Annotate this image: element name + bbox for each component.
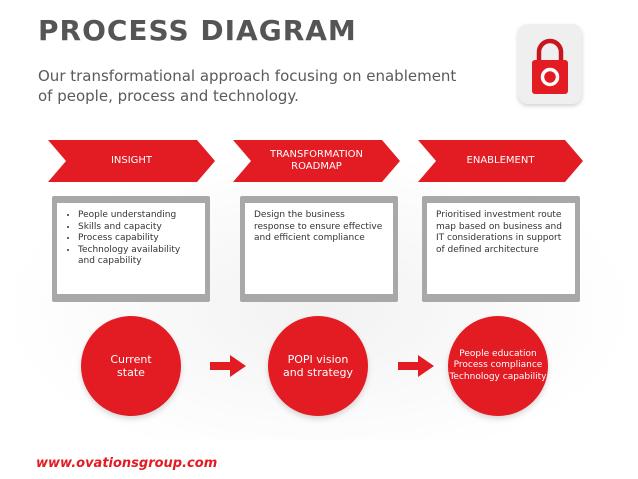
stage-panel-transformation-roadmap: Design the business response to ensure e…	[240, 196, 398, 302]
padlock-icon	[518, 24, 582, 104]
stage-panel-insight: People understanding Skills and capacity…	[52, 196, 210, 302]
list-item: Technology availability and capability	[78, 245, 199, 268]
panel-text: People understanding Skills and capacity…	[66, 210, 199, 268]
outcome-label: POPI vision and strategy	[282, 353, 354, 379]
outcome-label: People education Process compliance Tech…	[449, 348, 547, 382]
stage-label: ENABLEMENT	[466, 155, 535, 166]
footer-url: www.ovationsgroup.com	[36, 456, 218, 471]
outcome-circle-current-state: Current state	[81, 316, 181, 416]
stage-chevron-enablement: ENABLEMENT	[418, 140, 583, 182]
panel-text: Prioritised investment route map based o…	[436, 210, 562, 255]
list-item: People understanding	[78, 210, 199, 222]
list-item: Skills and capacity	[78, 222, 199, 234]
right-arrow-icon	[210, 355, 246, 377]
page-subtitle: Our transformational approach focusing o…	[38, 67, 457, 105]
stage-chevron-transformation-roadmap: TRANSFORMATION ROADMAP	[233, 140, 400, 182]
outcome-circle-capability: People education Process compliance Tech…	[448, 316, 548, 416]
stage-chevron-insight: INSIGHT	[48, 140, 215, 182]
page-title: PROCESS DIAGRAM	[38, 14, 357, 47]
stage-panel-enablement: Prioritised investment route map based o…	[422, 196, 580, 302]
panel-text: Design the business response to ensure e…	[254, 210, 383, 243]
outcome-circle-popi-vision: POPI vision and strategy	[268, 316, 368, 416]
stage-label: TRANSFORMATION ROADMAP	[270, 149, 363, 172]
list-item: Process capability	[78, 233, 199, 245]
bullet-list: People understanding Skills and capacity…	[66, 210, 199, 268]
stage-label: INSIGHT	[110, 155, 153, 166]
right-arrow-icon	[398, 355, 434, 377]
panel-body: Design the business response to ensure e…	[245, 203, 393, 294]
panel-body: People understanding Skills and capacity…	[57, 203, 205, 294]
panel-body: Prioritised investment route map based o…	[427, 203, 575, 294]
outcome-label: Current state	[110, 353, 152, 379]
